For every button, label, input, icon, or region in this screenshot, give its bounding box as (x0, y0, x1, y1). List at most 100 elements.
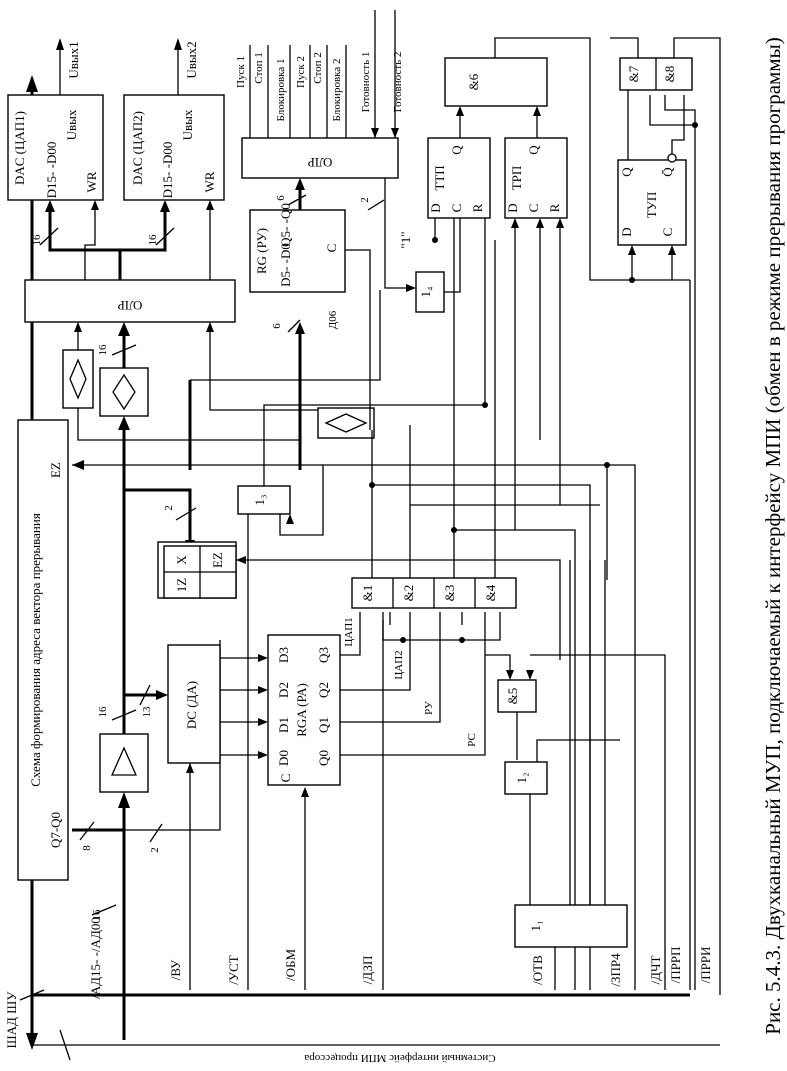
and5-label: &5 (505, 688, 520, 705)
or4-label: 1₄ (418, 286, 433, 298)
ttp-q: Q (449, 145, 464, 155)
ttp-c: C (449, 204, 464, 213)
rga-title: RGA (РА) (294, 683, 309, 737)
buffer-diamond-2 (99, 367, 149, 417)
width-rg-out: 6 (275, 195, 287, 201)
or1-label: 1₁ (528, 920, 543, 931)
and4-label: &4 (483, 584, 498, 601)
rga-q3: Q3 (316, 647, 331, 663)
or2-label: 1₂ (514, 772, 529, 783)
trp-block: ТРП D C R Q (504, 106, 568, 530)
tup-d: D (619, 227, 634, 236)
interface-line: Системный интерфейс МПИ процессора (32, 1029, 720, 1064)
vector-outputs-label: Q7-Q0 (48, 812, 63, 848)
dac2-out: Uвых (180, 109, 195, 140)
tup-block: ТУП D C Q Q̄ (617, 153, 687, 280)
trp-r: R (547, 203, 562, 212)
width-rg: 6 (271, 323, 283, 329)
buffer-diamond-3 (317, 407, 375, 439)
uout2-label: Uвых2 (184, 41, 199, 78)
and2-label: &2 (401, 585, 416, 602)
sel-x: X (174, 555, 189, 565)
rg-d: D5- -D0 (278, 243, 293, 287)
vector-ez-label: EZ (48, 462, 63, 478)
tup-c: C (660, 228, 675, 237)
in-ready1: Готовность 1 (360, 52, 372, 113)
dac1-inputs: D15- -D00 (44, 142, 59, 199)
out-block2: Блокировка 2 (331, 59, 343, 122)
out-stop1: Стоп 1 (253, 52, 265, 84)
and1-label: &1 (360, 585, 375, 602)
sig-ust: /УСТ (226, 955, 241, 984)
and7-label: &7 (626, 65, 641, 82)
and8-label: &8 (662, 66, 677, 83)
orp-main-label: ОЛР (118, 298, 143, 313)
ttp-r: R (470, 203, 485, 212)
vector-scheme-label: Схема формирования адреса вектора прерыв… (28, 513, 43, 787)
and5-block: &5 (485, 654, 666, 990)
sig-zpr4: /ЗПР4 (608, 953, 623, 987)
width-ready: 2 (359, 197, 371, 203)
sig-dac1: ЦАП1 (343, 617, 355, 646)
width-sel: 2 (163, 505, 175, 511)
dac1-block: DAC (ЦАП1) D15- -D00 Uвых WR (7, 94, 104, 201)
sig-prrp: /ПРРП (668, 947, 683, 984)
interface-label: Системный интерфейс МПИ процессора (304, 1052, 495, 1064)
rga-q1: Q1 (316, 717, 331, 733)
and78-block: &7 &8 (610, 37, 721, 995)
rga-d0: D0 (276, 750, 291, 766)
out-start1: Пуск 1 (235, 56, 247, 88)
and3-label: &3 (442, 585, 457, 602)
selector-block: X 1Z EZ 2 (157, 505, 561, 660)
dac1-wr: WR (84, 171, 99, 192)
trp-label: ТРП (509, 166, 524, 191)
dac2-inputs: D15- -D00 (160, 142, 175, 199)
ttp-block: ТТП D C R Q (427, 106, 491, 408)
sig-dcht: /ДЧТ (648, 956, 663, 985)
width-bus-3: 16 (91, 909, 103, 921)
sig-dac2: ЦАП2 (393, 650, 405, 679)
sig-dzp: /ДЗП (360, 956, 375, 985)
control-outputs: Пуск 1 Стоп 1 Блокировка 1 Пуск 2 Стоп 2… (235, 10, 416, 292)
or2-block: 1₂ (504, 739, 620, 905)
in-ready2: Готовность 2 (392, 52, 404, 113)
const-one: "1" (398, 218, 438, 249)
sig-rs: РС (466, 733, 478, 747)
width-vector: 8 (81, 845, 93, 851)
rga-d3: D3 (276, 647, 291, 663)
sig-prri: /ПРРИ (698, 947, 713, 984)
dac2-title: DAC (ЦАП2) (130, 111, 145, 185)
dac-outputs: Uвых1 Uвых2 (56, 38, 199, 95)
vector-scheme-block: Схема формирования адреса вектора прерыв… (17, 419, 69, 881)
rga-q2: Q2 (316, 682, 331, 698)
width-dc: 13 (141, 706, 153, 718)
sig-vu: /ВУ (168, 959, 183, 980)
sig-otv: /ОТВ (530, 955, 545, 985)
rg-title: RG (РУ) (254, 228, 269, 274)
const-one-label: "1" (398, 231, 413, 248)
and-gates-block: &1 &2 &3 &4 (351, 577, 517, 609)
dac1-out: Uвых (64, 109, 79, 140)
rga-q0: Q0 (316, 750, 331, 766)
orp-control-label: ОЛР (308, 155, 333, 170)
sel-1z: 1Z (174, 578, 189, 593)
or1-block: 1₁ /ОТВ /ЗПР4 /ДЧТ /ПРРП /ПРРИ (514, 180, 713, 990)
dac1-title: DAC (ЦАП1) (12, 111, 27, 185)
figure-caption: Рис. 5.4.3. Двухканальный МУП, подключае… (761, 37, 785, 1034)
sig-d06: Д06 (327, 310, 339, 329)
ttp-d: D (428, 203, 443, 212)
rg-c: C (324, 244, 339, 253)
out-block1: Блокировка 1 (275, 59, 287, 122)
dc-title: DC (ДА) (184, 681, 199, 729)
out-start2: Пуск 2 (295, 56, 307, 88)
trp-c: C (526, 204, 541, 213)
buffer-triangle (99, 733, 149, 793)
ttp-label: ТТП (432, 165, 447, 190)
trp-q: Q (526, 145, 541, 155)
data-bus: 16 16 16 /АД15- -/АД00 13 8 2 (72, 322, 221, 1040)
or4-block: 1₄ (415, 218, 461, 313)
and6-label: &6 (466, 73, 481, 90)
rga-block: RGA (РА) D0 D1 D2 D3 Q0 Q1 Q2 Q3 C (267, 634, 341, 786)
width-dac1: 16 (31, 234, 43, 246)
or3-block: 1₃ (237, 404, 485, 536)
